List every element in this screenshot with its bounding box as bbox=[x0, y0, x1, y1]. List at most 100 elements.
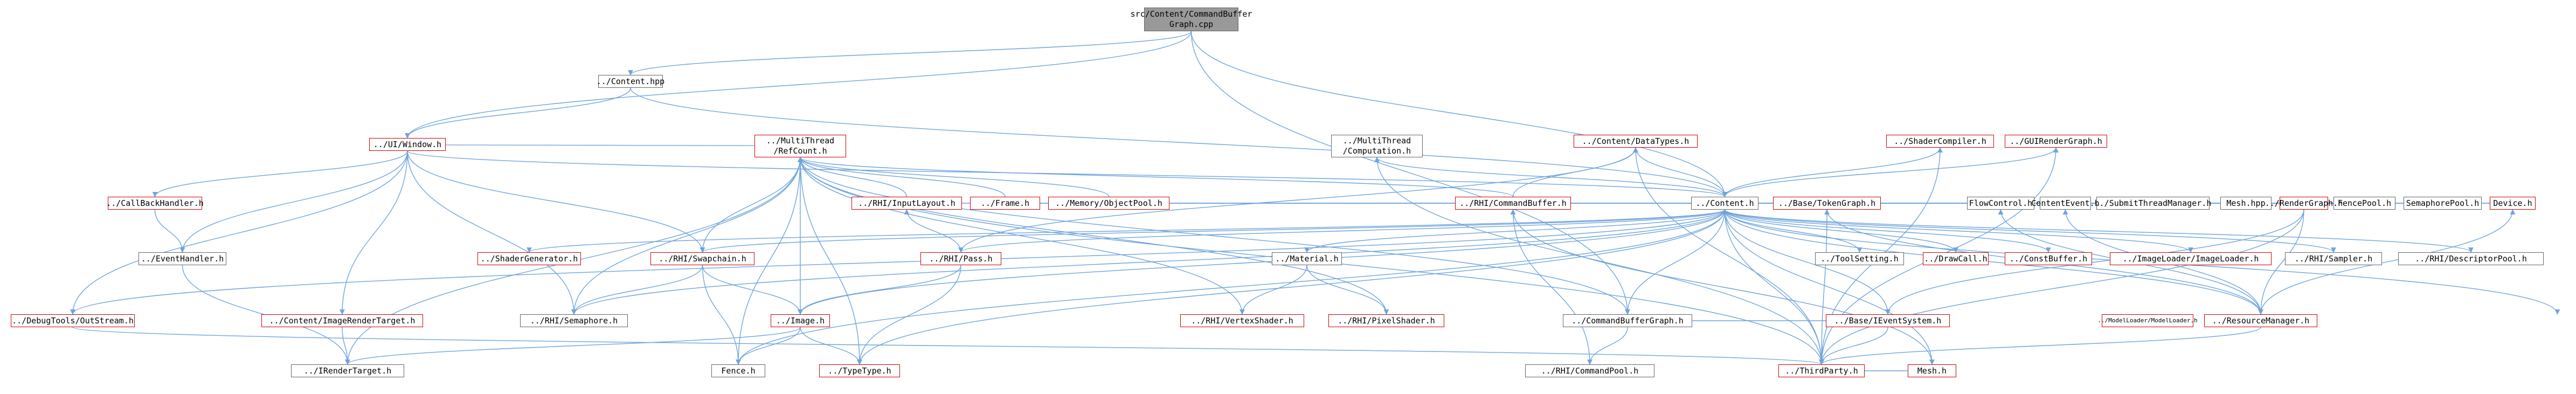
include-edge bbox=[527, 209, 1726, 253]
node-label: ../ThirdParty.h bbox=[1785, 366, 1858, 376]
node-datatypes[interactable]: ../Content/DataTypes.h bbox=[1574, 135, 1698, 148]
node-fencepool[interactable]: FencePool.h bbox=[2333, 197, 2395, 210]
include-edge bbox=[1724, 209, 1935, 365]
node-label: src/Content/CommandBuffer Graph.cpp bbox=[1130, 9, 1252, 29]
node-shadergen[interactable]: ../ShaderGenerator.h bbox=[477, 252, 581, 265]
include-edge bbox=[798, 157, 1628, 315]
node-eventhandler[interactable]: ../EventHandler.h bbox=[139, 252, 226, 265]
node-imageloader[interactable]: ../ImageLoader/ImageLoader.h bbox=[2110, 252, 2272, 265]
node-label: ../MultiThread /Computation.h bbox=[1342, 136, 1411, 156]
node-resmgr[interactable]: ../ResourceManager.h bbox=[2204, 314, 2317, 327]
node-label: ../GUIRenderGraph.h bbox=[2010, 136, 2102, 146]
node-semaphore[interactable]: ../RHI/Semaphore.h bbox=[520, 314, 628, 327]
include-edge bbox=[70, 209, 1726, 315]
include-edge bbox=[1819, 327, 1888, 365]
include-edge bbox=[1190, 31, 1728, 197]
node-label: Fence.h bbox=[721, 366, 756, 376]
include-edge bbox=[405, 87, 631, 139]
include-edge bbox=[798, 157, 1243, 315]
node-sampler[interactable]: ../RHI/Sampler.h bbox=[2285, 252, 2382, 265]
node-multithread-comp[interactable]: ../MultiThread /Computation.h bbox=[1331, 135, 1423, 157]
node-tokengraph[interactable]: ../Base/TokenGraph.h bbox=[1773, 197, 1881, 210]
node-content-h[interactable]: ../Content.h bbox=[1691, 197, 1758, 210]
node-debugtools[interactable]: ../DebugTools/OutStream.h bbox=[11, 314, 135, 327]
node-vertexshader[interactable]: ../RHI/VertexShader.h bbox=[1180, 314, 1304, 327]
include-edge bbox=[1239, 265, 1307, 315]
node-imagerender[interactable]: ../Content/ImageRenderTarget.h bbox=[261, 314, 423, 327]
include-edge bbox=[702, 265, 741, 365]
node-irender[interactable]: ../IRenderTarget.h bbox=[291, 364, 404, 377]
node-cmdpool[interactable]: ../RHI/CommandPool.h bbox=[1525, 364, 1654, 377]
include-edge bbox=[345, 327, 801, 365]
include-edge bbox=[798, 157, 1110, 197]
include-edge bbox=[1819, 209, 2304, 365]
include-edge bbox=[571, 209, 1726, 315]
node-contentevent[interactable]: ContentEvent.h bbox=[2031, 197, 2100, 210]
node-constbuffer[interactable]: ../ConstBuffer.h bbox=[2005, 252, 2092, 265]
node-rendergraph[interactable]: ../RenderGraph.h bbox=[2265, 197, 2343, 210]
node-frame[interactable]: ../Frame.h bbox=[970, 197, 1040, 210]
node-label: ../UI/Window.h bbox=[373, 140, 442, 149]
node-swapchain[interactable]: ../RHI/Swapchain.h bbox=[650, 252, 754, 265]
node-label: ../RHI/Pass.h bbox=[929, 254, 993, 264]
node-pass[interactable]: ../RHI/Pass.h bbox=[920, 252, 1001, 265]
include-edge bbox=[800, 327, 862, 365]
node-window[interactable]: ../UI/Window.h bbox=[369, 138, 446, 151]
include-edge bbox=[1724, 209, 2193, 253]
include-edge bbox=[1724, 209, 2474, 253]
node-label: ../RHI/InputLayout.h bbox=[858, 198, 955, 208]
include-edge bbox=[1190, 31, 1630, 315]
node-subthread[interactable]: ../SubmitThreadManager.h bbox=[2095, 197, 2211, 210]
node-descpool[interactable]: ../RHI/DescriptorPool.h bbox=[2398, 252, 2544, 265]
node-fence[interactable]: Fence.h bbox=[711, 364, 765, 377]
node-inputlayout[interactable]: ../RHI/InputLayout.h bbox=[851, 197, 962, 210]
node-multithread-ref[interactable]: ../MultiThread /RefCount.h bbox=[754, 135, 846, 157]
include-edge bbox=[1376, 157, 1824, 365]
node-eventsystem[interactable]: ../Base/IEventSystem.h bbox=[1826, 314, 1950, 327]
node-label: ContentEvent.h bbox=[2031, 198, 2100, 208]
node-image[interactable]: ../Image.h bbox=[771, 314, 830, 327]
node-label: ../RHI/DescriptorPool.h bbox=[2415, 254, 2527, 264]
include-edge bbox=[1819, 209, 1827, 365]
include-edge bbox=[154, 209, 185, 253]
node-pixelshader[interactable]: ../RHI/PixelShader.h bbox=[1328, 314, 1444, 327]
node-label: ../Base/IEventSystem.h bbox=[1834, 316, 1942, 326]
node-guirender[interactable]: ../GUIRenderGraph.h bbox=[2005, 135, 2107, 148]
node-thirdparty[interactable]: ../ThirdParty.h bbox=[1778, 364, 1865, 377]
include-edge bbox=[340, 150, 408, 315]
node-shadercompiler[interactable]: ../ShaderCompiler.h bbox=[1886, 135, 1994, 148]
node-cbgraph-h[interactable]: ../CommandBufferGraph.h bbox=[1563, 314, 1692, 327]
node-mesh[interactable]: Mesh.h bbox=[1908, 364, 1956, 377]
node-device[interactable]: Device.h bbox=[2490, 197, 2536, 210]
node-model-loader[interactable]: ../ModelLoader/ModelLoader.h bbox=[2097, 314, 2198, 327]
node-label: ../Material.h bbox=[1275, 254, 1339, 264]
include-edge bbox=[179, 150, 408, 253]
node-drawcall[interactable]: ../DrawCall.h bbox=[1923, 252, 1989, 265]
node-callback[interactable]: ../CallBackHandler.h bbox=[106, 197, 204, 210]
include-edge bbox=[1885, 209, 2304, 315]
node-memobjpool[interactable]: ../Memory/ObjectPool.h bbox=[1048, 197, 1169, 210]
node-label: ../RHI/CommandPool.h bbox=[1541, 366, 1639, 376]
node-label: ../Content.hpp bbox=[596, 77, 665, 86]
node-meshapp[interactable]: Mesh.hpp bbox=[2220, 197, 2272, 210]
node-sempool[interactable]: SemaphorePool.h bbox=[2404, 197, 2482, 210]
node-label: Device.h bbox=[2493, 198, 2532, 208]
include-edge bbox=[407, 150, 577, 315]
node-flowcontrol[interactable]: FlowControl.h bbox=[1967, 197, 2034, 210]
node-label: SemaphorePool.h bbox=[2406, 198, 2480, 208]
node-material[interactable]: ../Material.h bbox=[1272, 252, 1342, 265]
include-edge bbox=[1819, 327, 2261, 365]
node-content-hpp[interactable]: ../Content.hpp bbox=[596, 75, 665, 88]
include-edge bbox=[1633, 147, 1726, 197]
include-edge bbox=[571, 265, 703, 315]
node-label: ../RHI/PixelShader.h bbox=[1338, 316, 1435, 326]
node-typetype[interactable]: ../TypeType.h bbox=[819, 364, 900, 377]
include-edge bbox=[1635, 147, 1824, 365]
include-edge bbox=[857, 209, 1726, 365]
node-cmdbuffer[interactable]: ../RHI/CommandBuffer.h bbox=[1455, 197, 1571, 210]
include-edge bbox=[1724, 209, 1824, 365]
include-edge bbox=[2258, 209, 2304, 315]
node-label: ../CommandBufferGraph.h bbox=[1571, 316, 1684, 326]
node-toolsetting[interactable]: ../ToolSetting.h bbox=[1815, 252, 1904, 265]
node-label: ../ShaderCompiler.h bbox=[1894, 136, 1986, 146]
